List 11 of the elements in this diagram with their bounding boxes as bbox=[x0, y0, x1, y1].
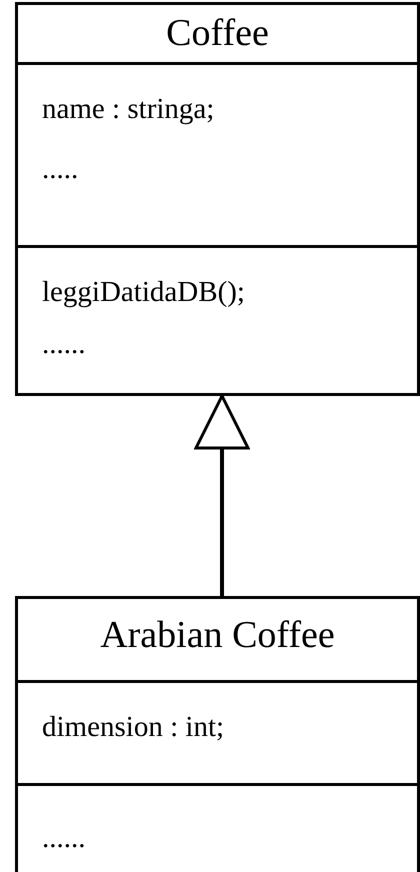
attribute-text: dimension : int; bbox=[42, 713, 224, 742]
inheritance-arrow bbox=[194, 394, 250, 596]
attribute-text: ..... bbox=[42, 155, 78, 184]
class-box bbox=[15, 2, 420, 396]
class-box bbox=[15, 596, 420, 872]
class-name: Arabian Coffee bbox=[99, 616, 336, 654]
method-text: ...... bbox=[42, 330, 86, 359]
attribute-text: name : stringa; bbox=[42, 95, 214, 124]
method-text: ...... bbox=[42, 824, 86, 853]
class-name: Coffee bbox=[165, 14, 270, 52]
method-text: leggiDatidaDB(); bbox=[42, 278, 245, 307]
